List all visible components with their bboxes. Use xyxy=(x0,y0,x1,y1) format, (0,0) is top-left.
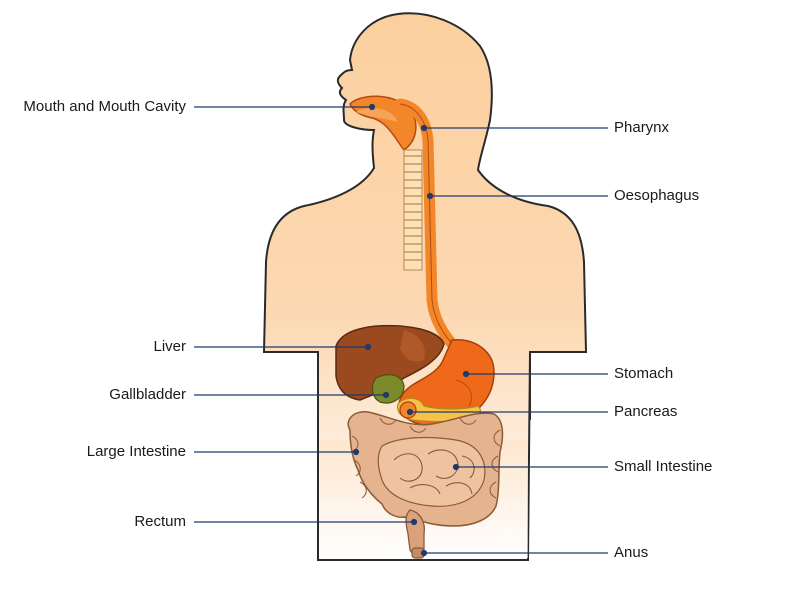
label-oesophagus: Oesophagus xyxy=(614,187,700,204)
gallbladder-shape xyxy=(371,374,405,404)
label-stomach: Stomach xyxy=(614,365,674,382)
colon-haustra xyxy=(351,417,501,499)
small-intestine-coils xyxy=(393,449,475,495)
body-silhouette xyxy=(262,12,588,561)
label-pancreas: Pancreas xyxy=(614,403,678,420)
stomach-fold xyxy=(455,379,473,409)
label-mouth: Mouth and Mouth Cavity xyxy=(23,98,186,115)
leader-rectum-dot xyxy=(410,518,418,526)
leader-large-intestine-dot xyxy=(352,448,360,456)
label-liver: Liver xyxy=(153,338,186,355)
label-rectum: Rectum xyxy=(134,513,186,530)
label-small-intestine: Small Intestine xyxy=(614,458,713,475)
tongue-shape xyxy=(356,107,398,122)
leader-oesophagus-dot xyxy=(426,192,434,200)
label-large-intestine: Large Intestine xyxy=(86,443,186,460)
leader-liver-dot xyxy=(364,343,372,351)
small-intestine-shape xyxy=(377,436,486,507)
label-pharynx: Pharynx xyxy=(614,119,670,136)
leader-stomach-dot xyxy=(462,370,470,378)
leader-gallbladder-dot xyxy=(382,391,390,399)
leader-small-intestine-dot xyxy=(452,463,460,471)
leader-mouth-dot xyxy=(368,103,376,111)
label-anus: Anus xyxy=(614,544,649,561)
leader-anus-dot xyxy=(420,549,428,557)
oesophagus-outline xyxy=(399,103,453,345)
label-gallbladder: Gallbladder xyxy=(109,386,186,403)
leader-pancreas-dot xyxy=(406,408,414,416)
leader-pharynx-dot xyxy=(420,124,428,132)
trachea xyxy=(403,149,423,271)
liver-lobe xyxy=(400,330,425,362)
